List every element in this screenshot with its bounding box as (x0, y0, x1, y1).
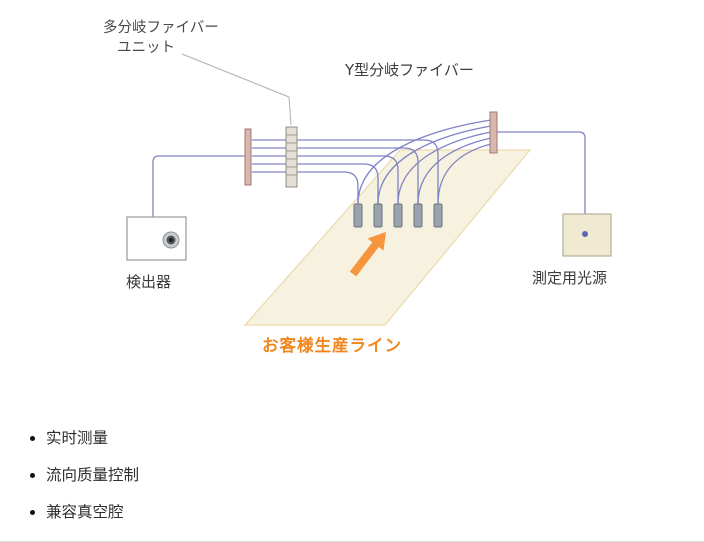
sensor-head (413, 203, 423, 228)
feature-item: 流向质量控制 (46, 463, 704, 485)
light-source-label: 測定用光源 (532, 269, 608, 287)
branch-fiber (297, 139, 439, 204)
light-source-dot (582, 231, 588, 237)
feature-item: 兼容真空腔 (46, 500, 704, 522)
direction-arrow-icon (349, 232, 386, 277)
light-source-box (562, 213, 612, 257)
production-line-label: お客様生産ライン (262, 336, 402, 355)
y-branch-fiber-line (417, 137, 492, 205)
fiber-lines (152, 119, 586, 234)
sensor-head (353, 203, 363, 228)
label-pointer-line (181, 53, 292, 126)
sensor-head (373, 203, 383, 228)
y-branch-fiber-line (397, 131, 492, 205)
feature-list: 实时测量 流向质量控制 兼容真空腔 (0, 400, 704, 522)
fiber-system-diagram: 多分岐ファイバー ユニット Y型分岐ファイバー 検出器 測定用光源 お客様生産ラ… (103, 18, 612, 355)
branch-fiber (297, 155, 399, 204)
left-connector (244, 128, 252, 186)
y-branch-fiber-line (377, 125, 492, 205)
light-source-fiber (497, 131, 586, 234)
right-connector (489, 111, 498, 154)
branch-fiber (297, 163, 379, 204)
sensor-heads (353, 203, 443, 228)
diagram-canvas (126, 53, 612, 326)
y-branch-fiber-line (437, 143, 492, 205)
sensor-head (393, 203, 403, 228)
branch-fiber (297, 171, 359, 204)
multi-branch-unit-label: 多分岐ファイバー ユニット (103, 18, 219, 59)
feature-item: 实时测量 (46, 426, 704, 448)
y-branch-fiber-line (357, 119, 492, 205)
detector-fiber (152, 155, 245, 218)
multi-branch-unit-label-line1: 多分岐ファイバー (103, 20, 219, 36)
detector-label: 検出器 (126, 273, 172, 291)
multi-branch-unit (285, 126, 298, 188)
production-line-band (243, 149, 532, 326)
detector-box (126, 216, 187, 261)
multi-branch-unit-label-line2: ユニット (117, 40, 175, 57)
detector-lens-icon (162, 231, 180, 249)
y-branch-fiber-label: Y型分岐ファイバー (345, 61, 474, 79)
sensor-head (433, 203, 443, 228)
